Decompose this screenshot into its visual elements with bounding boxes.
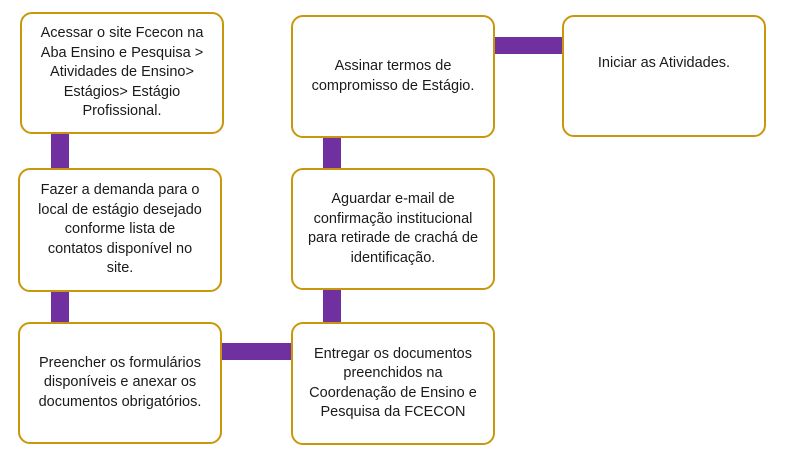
step-deliver-documents: Entregar os documentos preenchidos na Co… <box>291 322 495 445</box>
connector-2-3 <box>51 290 69 324</box>
connector-4-5 <box>323 288 341 324</box>
connector-5-6 <box>323 136 341 170</box>
connector-3-4 <box>220 343 293 360</box>
step-sign-terms: Assinar termos de compromisso de Estágio… <box>291 15 495 138</box>
step-access-site: Acessar o site Fcecon na Aba Ensino e Pe… <box>20 12 224 134</box>
step-request-placement: Fazer a demanda para o local de estágio … <box>18 168 222 292</box>
step-start-activities: Iniciar as Atividades. <box>562 15 766 137</box>
step-fill-forms: Preencher os formulários disponíveis e a… <box>18 322 222 444</box>
connector-6-7 <box>493 37 564 54</box>
connector-1-2 <box>51 132 69 170</box>
step-await-email: Aguardar e-mail de confirmação instituci… <box>291 168 495 290</box>
